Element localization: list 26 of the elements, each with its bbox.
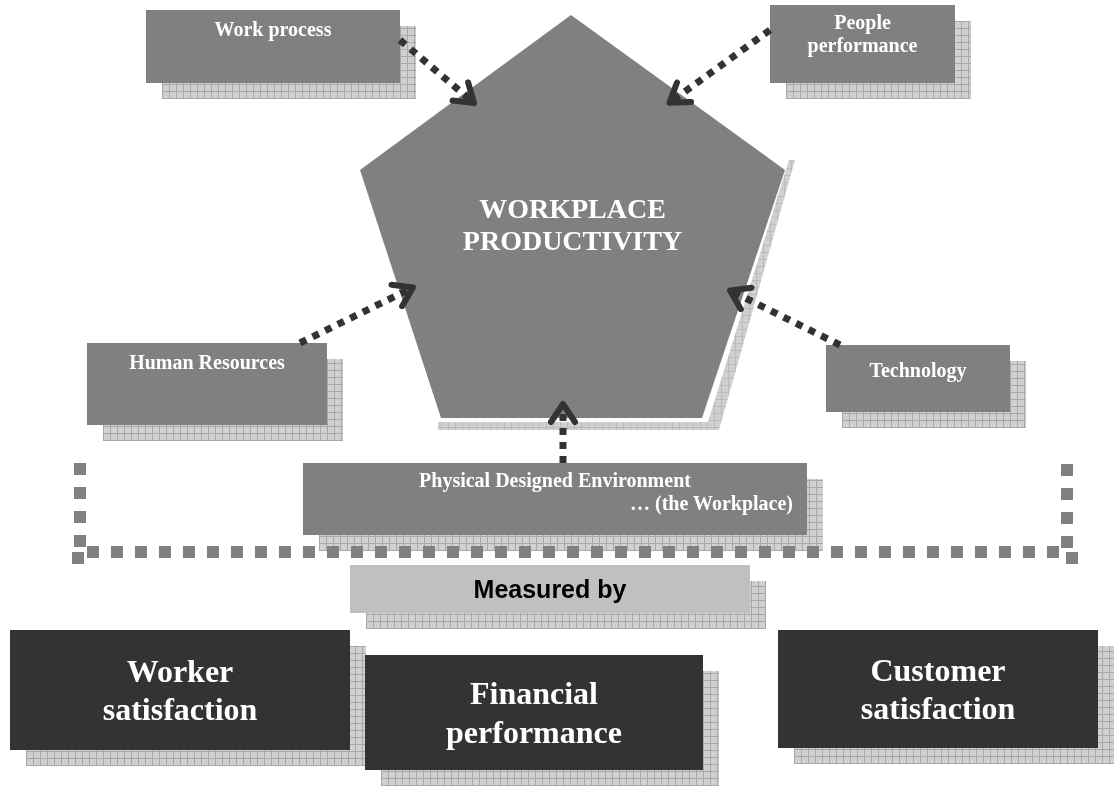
dotted-arrow [397, 37, 478, 107]
node-label: Measured by [472, 574, 628, 604]
node-label: People performance [806, 11, 919, 57]
text-box [778, 630, 1098, 748]
node-label: Customer satisfaction [859, 650, 1017, 728]
text-box [365, 655, 703, 770]
dotted-arrow [727, 284, 842, 349]
text-box [87, 343, 327, 425]
node-label: … (the Workplace) [629, 492, 793, 515]
node-label: Financial performance [445, 674, 623, 751]
node-label: Worker satisfaction [101, 651, 259, 729]
text-box [826, 345, 1010, 412]
dotted-arrow [548, 401, 578, 463]
text-box [770, 5, 955, 83]
text-box [10, 630, 350, 750]
node-label: Work process [213, 18, 333, 41]
dotted-arrow [666, 27, 773, 106]
pentagon-shape [360, 15, 785, 418]
node-label: WORKPLACE PRODUCTIVITY [461, 193, 684, 257]
heading-bar [350, 565, 750, 613]
node-label: Physical Designed Environment [418, 469, 692, 492]
text-box [146, 10, 400, 83]
dotted-arrow [298, 281, 416, 347]
text-box [303, 463, 807, 535]
node-label: Human Resources [128, 351, 286, 374]
node-label: Technology [868, 359, 968, 382]
